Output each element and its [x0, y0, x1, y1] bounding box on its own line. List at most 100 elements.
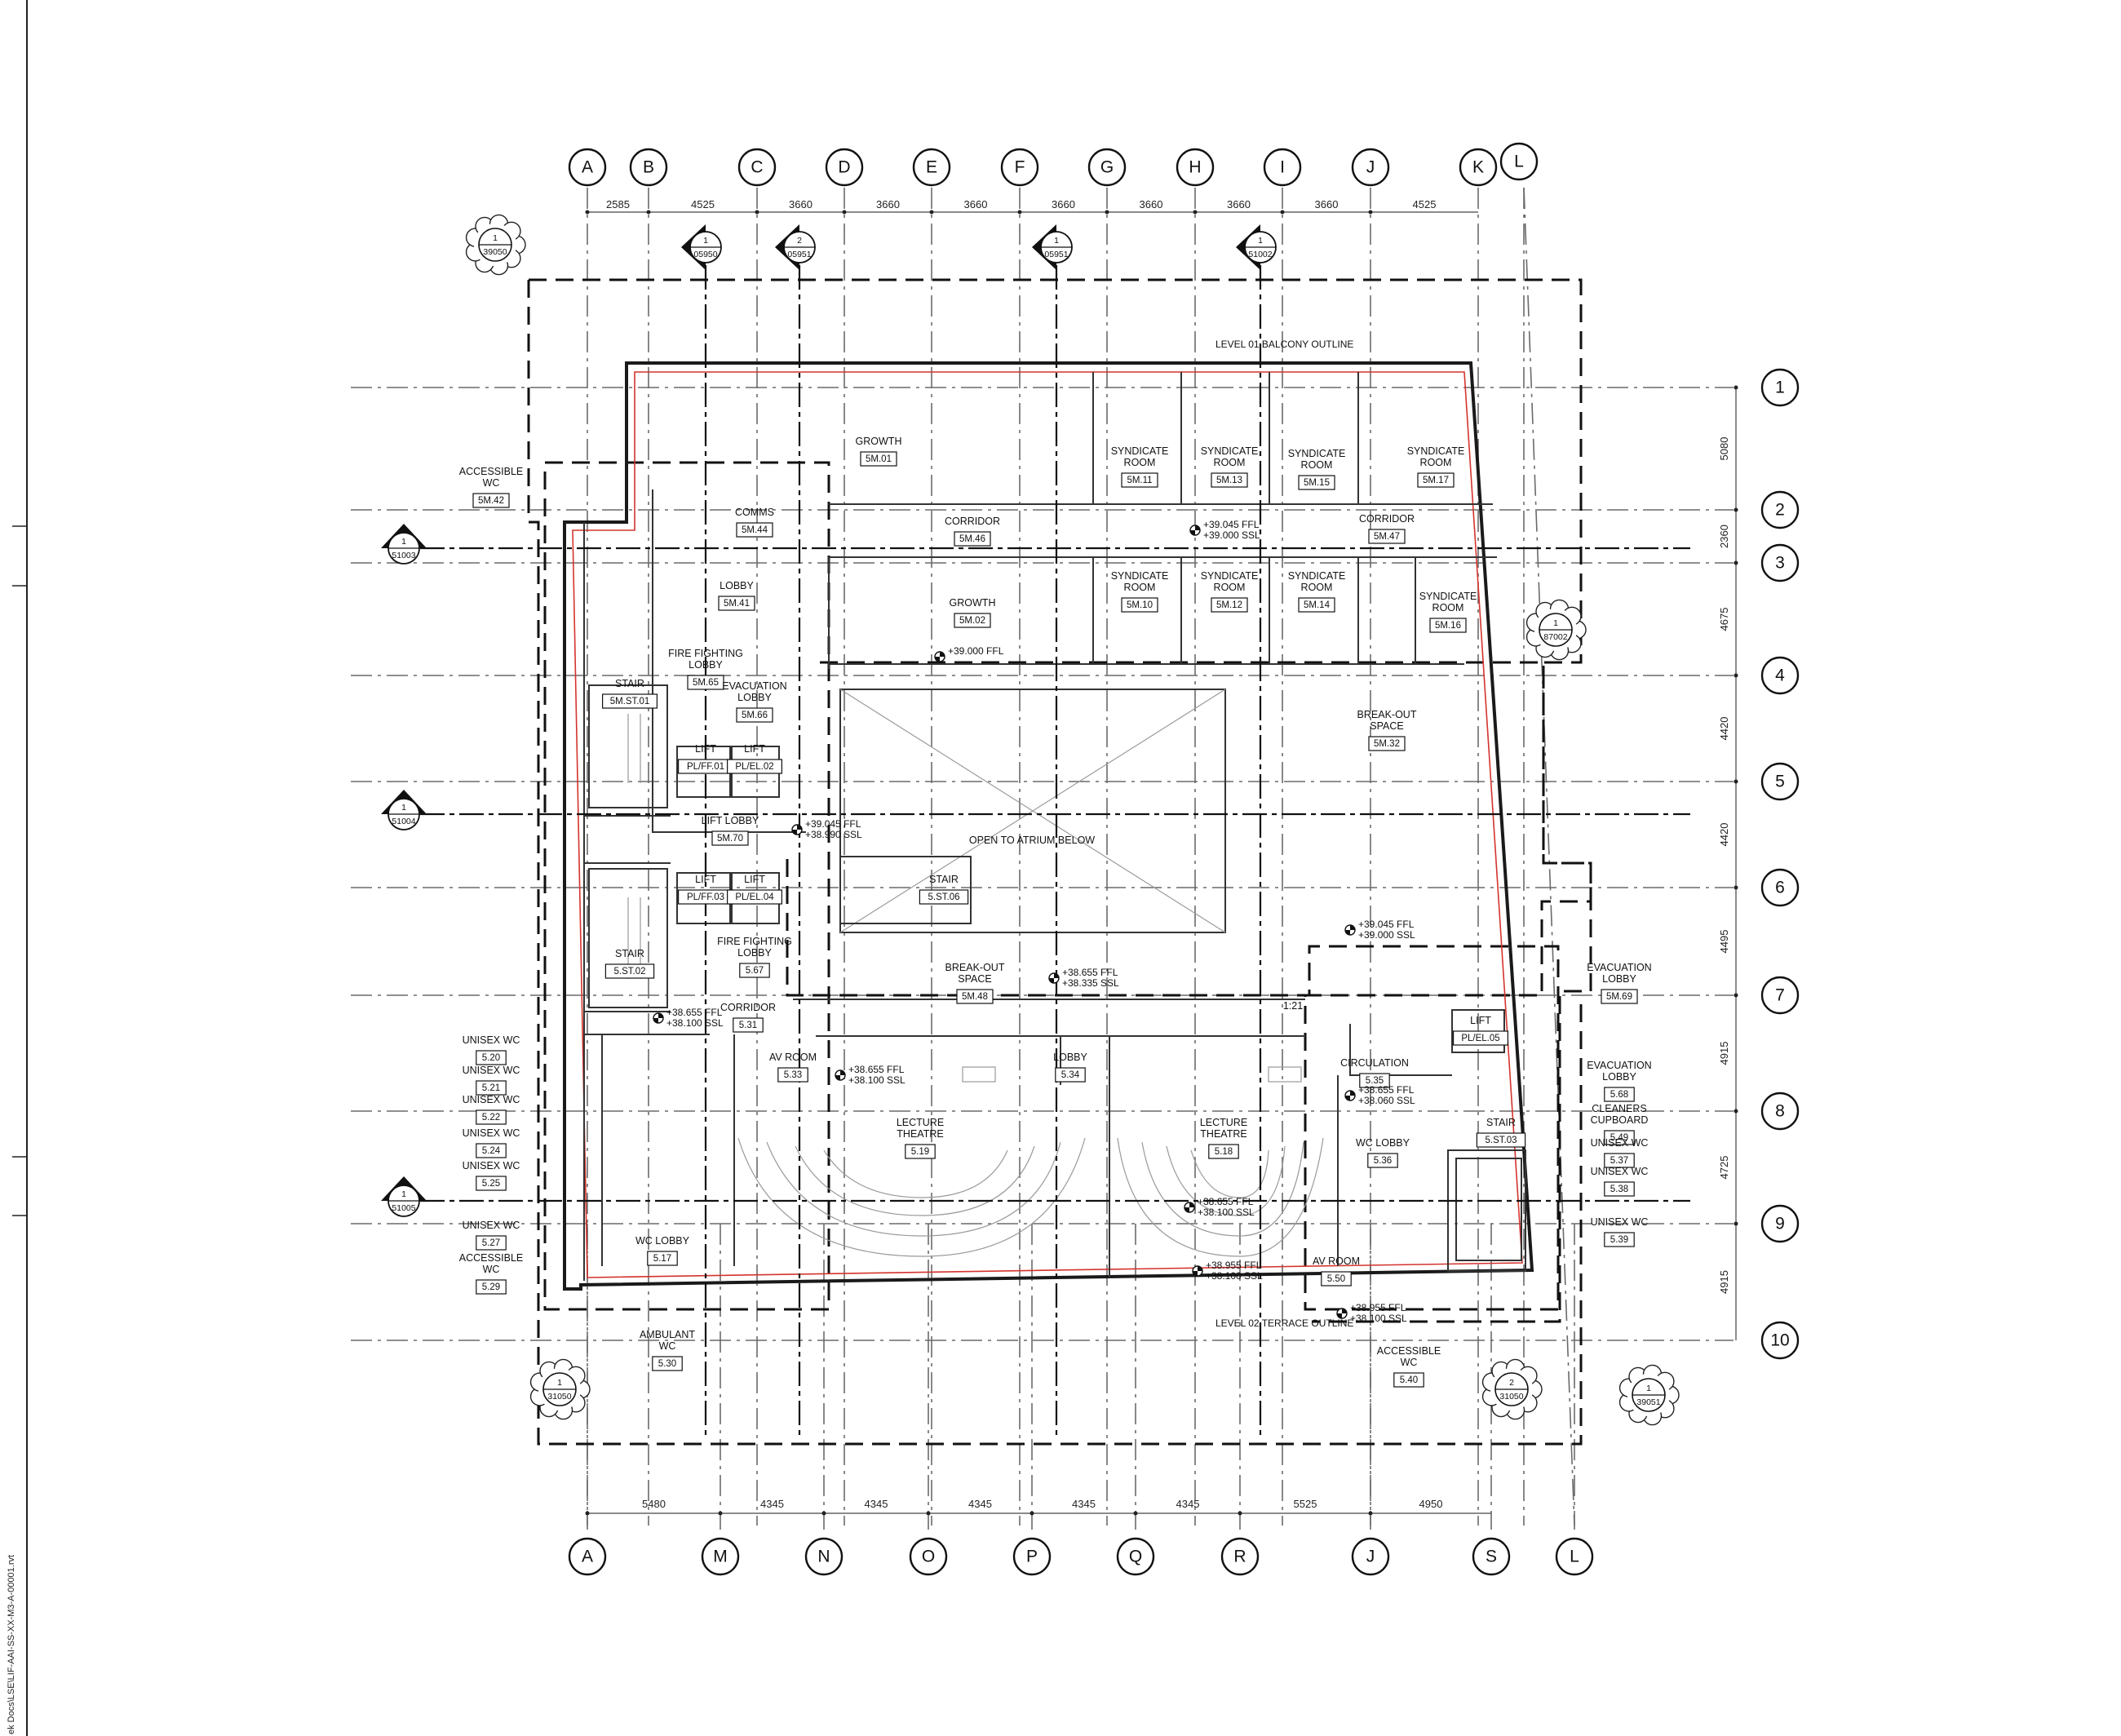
callout-number: 1 — [1553, 618, 1558, 628]
grid-bubble-top: G — [1087, 148, 1127, 187]
room-tag: 5.50 — [1327, 1274, 1345, 1284]
room-name: ROOM — [1420, 457, 1452, 468]
room-tag: PL/EL.05 — [1461, 1034, 1499, 1043]
room-name: WC — [483, 1264, 500, 1275]
grid-bubble-circle — [737, 148, 777, 187]
room-tag: 5M.65 — [693, 678, 719, 688]
dimension-bottom: 4345 — [1072, 1498, 1096, 1510]
room-tag: 5.ST.06 — [928, 892, 960, 902]
room-tag-box — [1368, 736, 1406, 751]
room-tag: 5M.10 — [1127, 600, 1153, 610]
level-marker: +38.655 FFL+38.100 SSL — [653, 1007, 724, 1029]
room-tag: 5M.01 — [866, 454, 892, 464]
room-label: UNISEX WC5.27 — [463, 1220, 520, 1251]
room-name: WC — [659, 1340, 676, 1352]
room-tag: 5.24 — [482, 1146, 501, 1156]
ramp-gradient-label: 1:21 — [1283, 1000, 1303, 1012]
room-tag: 5M.41 — [724, 599, 750, 609]
room-name: AV ROOM — [769, 1052, 817, 1063]
room-tag-box — [956, 989, 994, 1004]
room-name: THEATRE — [1200, 1128, 1246, 1140]
room-tag: 5.ST.02 — [614, 967, 646, 976]
upper-outline — [786, 661, 1592, 1311]
level-symbol-fill — [835, 1075, 840, 1080]
room-name: ROOM — [1124, 457, 1156, 468]
room-tag: 5M.44 — [742, 525, 768, 535]
room-tag-box — [1604, 1181, 1635, 1197]
grid-bubble-label: R — [1233, 1548, 1246, 1566]
room-tag: 5.19 — [911, 1147, 929, 1157]
grid-bubble-circle — [1263, 148, 1302, 187]
room-tag: 5M.02 — [959, 616, 985, 626]
room-name: SPACE — [1370, 720, 1403, 732]
room-tag-box — [739, 963, 770, 978]
room-name: ROOM — [1432, 602, 1464, 613]
dimension-tick — [1734, 385, 1738, 390]
room-tag-box — [1393, 1372, 1424, 1388]
room-tag-box — [905, 1144, 936, 1159]
room-name: LIFT — [744, 874, 765, 885]
grid-bubble-circle — [1760, 543, 1800, 582]
grid-bubble-top: C — [737, 148, 777, 187]
grid-bubble-label: 4 — [1775, 666, 1785, 685]
room-tag: 5M.66 — [742, 711, 768, 720]
room-name: UNISEX WC — [463, 1220, 520, 1231]
room-name: ACCESSIBLE — [459, 1252, 524, 1264]
grid-bubble-circle — [1760, 868, 1800, 907]
section-number: 1 — [703, 236, 708, 246]
room-name: AMBULANT — [640, 1329, 695, 1340]
room-label: UNISEX WC5.22 — [463, 1094, 520, 1125]
room-tag-box — [711, 830, 749, 846]
room-label: UNISEX WC5.37 — [1591, 1137, 1648, 1168]
grid-bubble-bottom: R — [1220, 1537, 1260, 1576]
dimension-bottom: 4345 — [760, 1498, 784, 1510]
room-tag-box — [954, 531, 991, 547]
room-name: LIFT — [744, 743, 765, 755]
dimension-tick — [1193, 210, 1198, 215]
room-name: FIRE FIGHTING — [668, 648, 743, 659]
dimension-tick — [1734, 885, 1738, 890]
grid-bubble-label: D — [838, 158, 850, 177]
grid-bubble-bottom: J — [1351, 1537, 1390, 1576]
level-marker: +39.045 FFL+39.000 SSL — [1344, 919, 1415, 941]
dimension-top: 3660 — [1052, 198, 1075, 210]
section-marks: 1059502059511059511510021510031510041510… — [381, 224, 1690, 1436]
room-tag: 5.36 — [1374, 1156, 1392, 1166]
section-sheet: 05950 — [693, 250, 717, 259]
room-tag: 5.67 — [746, 966, 764, 976]
grid-bubble-label: K — [1472, 158, 1484, 177]
level-symbol-fill — [1193, 1271, 1198, 1276]
level-marker: +38.955 FFL+38.100 SSL — [1192, 1260, 1263, 1282]
room-tag: 5.18 — [1215, 1147, 1233, 1157]
room-tag: 5M.46 — [959, 534, 985, 544]
room-tag: PL/EL.04 — [735, 892, 774, 902]
room-name: ROOM — [1124, 582, 1156, 593]
room-name: LOBBY — [720, 580, 754, 591]
room-name: EVACUATION — [722, 680, 786, 692]
grid-bubble-top: I — [1263, 148, 1302, 187]
dimension-tick — [1734, 673, 1738, 678]
dimension-right: 4675 — [1718, 608, 1730, 631]
dimension-right: 2360 — [1718, 525, 1730, 548]
room-name: LECTURE — [1200, 1117, 1247, 1128]
level-ssl: +39.000 SSL — [1203, 529, 1260, 541]
room-tag: 5M.47 — [1374, 532, 1400, 542]
grid-bubble-label: M — [713, 1548, 728, 1566]
room-tag-box — [1452, 1030, 1508, 1046]
dimension-tick — [929, 210, 934, 215]
room-tag: 5.31 — [739, 1021, 757, 1030]
room-name: FIRE FIGHTING — [717, 936, 792, 947]
level-marker: +38.655 FFL+38.100 SSL — [835, 1064, 906, 1086]
room-tag: PL/EL.02 — [735, 762, 773, 772]
room-tag: 5.29 — [482, 1282, 500, 1292]
grid-bubble-label: B — [643, 158, 654, 177]
